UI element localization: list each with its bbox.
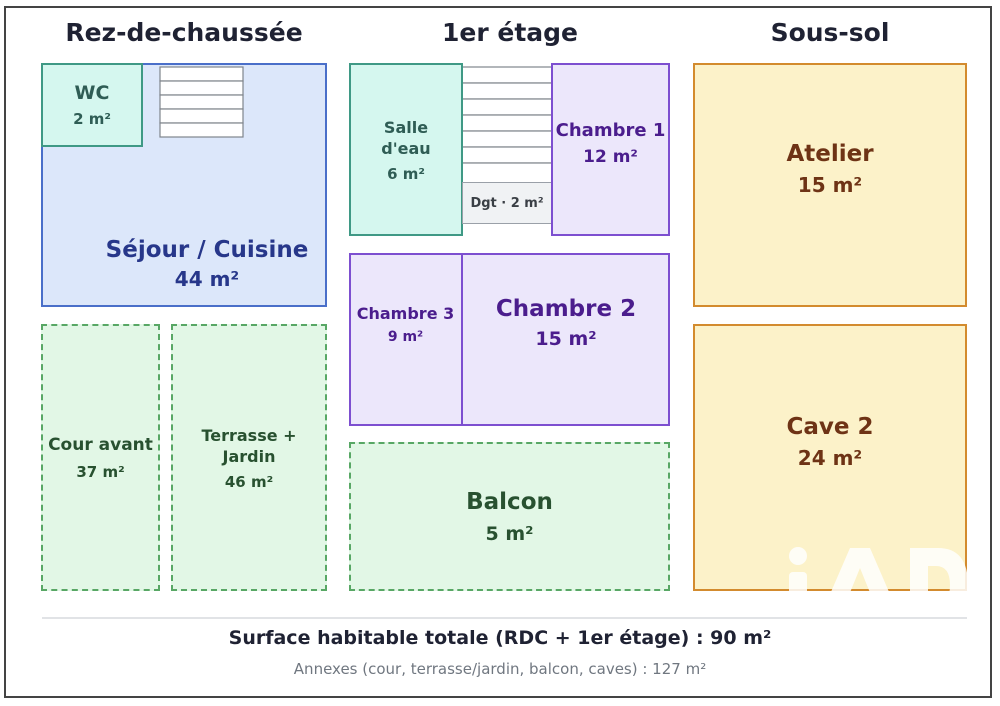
stairs-etage: [461, 66, 553, 184]
header-rdc: Rez-de-chaussée: [65, 18, 303, 47]
room-atelier: Atelier 15 m²: [693, 63, 967, 307]
room-cour-avant: Cour avant 37 m²: [41, 324, 160, 591]
room-degagement: Dgt · 2 m²: [462, 182, 552, 224]
room-salle-deau: Salle d'eau 6 m²: [349, 63, 463, 236]
atelier-area: 15 m²: [797, 173, 863, 197]
room-balcon: Balcon 5 m²: [349, 442, 670, 591]
wc-name: WC: [74, 82, 110, 104]
terrasse-name: Terrasse + Jardin: [201, 425, 297, 466]
chambre2-name: Chambre 2: [495, 295, 637, 322]
chambre3-area: 9 m²: [387, 329, 424, 345]
chambre1-area: 12 m²: [583, 147, 638, 167]
cour-name: Cour avant: [48, 434, 153, 455]
cour-area: 37 m²: [76, 462, 125, 481]
cave2-area: 24 m²: [797, 445, 863, 470]
header-sous-sol: Sous-sol: [770, 18, 890, 47]
sejour-name: Séjour / Cuisine: [105, 237, 309, 263]
wc-area: 2 m²: [73, 110, 111, 128]
room-wc: WC 2 m²: [41, 63, 143, 147]
total-surface: Surface habitable totale (RDC + 1er étag…: [228, 627, 772, 649]
annexes-surface: Annexes (cour, terrasse/jardin, balcon, …: [293, 660, 707, 678]
room-chambre-3: Chambre 3 9 m²: [349, 253, 462, 426]
balcon-name: Balcon: [466, 488, 553, 515]
cave2-name: Cave 2: [786, 413, 874, 440]
room-terrasse-jardin: Terrasse + Jardin 46 m²: [171, 324, 327, 591]
room-chambre-2: Chambre 2 15 m²: [463, 253, 669, 426]
chambre1-name: Chambre 1: [555, 120, 666, 141]
salle-eau-name: Salle d'eau: [381, 117, 431, 158]
salle-eau-area: 6 m²: [387, 164, 425, 183]
chambre2-area: 15 m²: [535, 327, 597, 350]
iad-watermark-logo: [789, 547, 968, 618]
balcon-area: 5 m²: [485, 522, 534, 545]
wall-chambre3-chambre2: [461, 253, 463, 426]
stairs-rdc: [159, 66, 244, 138]
room-chambre-1: Chambre 1 12 m²: [551, 63, 670, 236]
sejour-area: 44 m²: [174, 267, 240, 291]
terrasse-area: 46 m²: [224, 472, 274, 491]
room-chambres-block: [349, 253, 670, 426]
header-1er-etage: 1er étage: [441, 18, 578, 47]
atelier-name: Atelier: [786, 141, 874, 167]
chambre3-name: Chambre 3: [356, 304, 455, 323]
sejour-label-group: Séjour / Cuisine 44 m²: [100, 237, 314, 291]
summary-divider: [42, 617, 967, 619]
room-cave-2: Cave 2 24 m²: [693, 324, 967, 591]
